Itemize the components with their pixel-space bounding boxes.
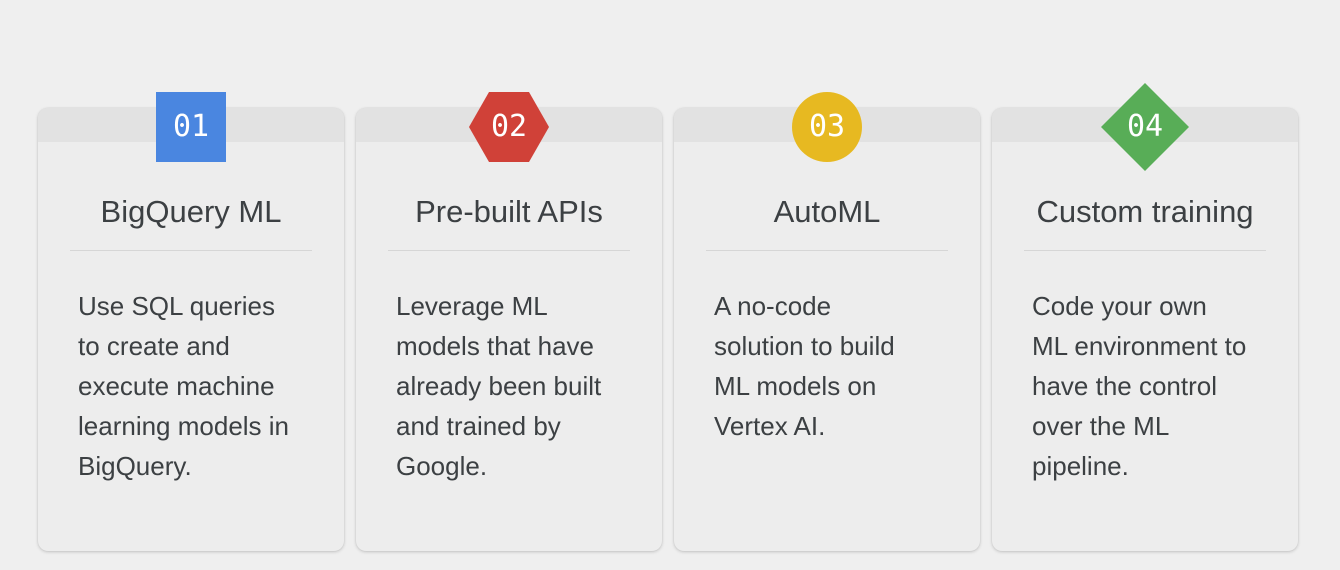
card-bigquery-ml: 01 BigQuery ML Use SQL queries to create… — [38, 92, 344, 551]
divider — [388, 250, 630, 251]
card-pre-built-apis: 02 Pre-built APIs Leverage ML models tha… — [356, 92, 662, 551]
card-description: Code your own ML environment to have the… — [1032, 291, 1247, 481]
card-description: A no-code solution to build ML models on… — [714, 291, 895, 441]
badge-number: 02 — [490, 109, 528, 144]
circle-badge-icon: 03 — [792, 92, 862, 162]
divider — [70, 250, 312, 251]
card-title: AutoML — [773, 194, 881, 229]
card-automl: 03 AutoML A no-code solution to build ML… — [674, 92, 980, 551]
hexagon-badge-icon: 02 — [469, 92, 549, 162]
divider — [706, 250, 948, 251]
divider — [1024, 250, 1266, 251]
card-title: Pre-built APIs — [415, 194, 603, 229]
card-custom-training: 04 Custom training Code your own ML envi… — [992, 83, 1298, 551]
badge-number: 03 — [808, 109, 846, 144]
diamond-badge-icon: 04 — [1101, 83, 1189, 171]
badge-number: 01 — [172, 109, 210, 144]
card-description: Use SQL queries to create and execute ma… — [78, 291, 290, 481]
badge-number: 04 — [1126, 109, 1164, 144]
card-title: BigQuery ML — [100, 194, 282, 229]
card-description: Leverage ML models that have already bee… — [396, 291, 602, 481]
square-badge-icon: 01 — [156, 92, 226, 162]
card-title: Custom training — [1036, 194, 1254, 229]
